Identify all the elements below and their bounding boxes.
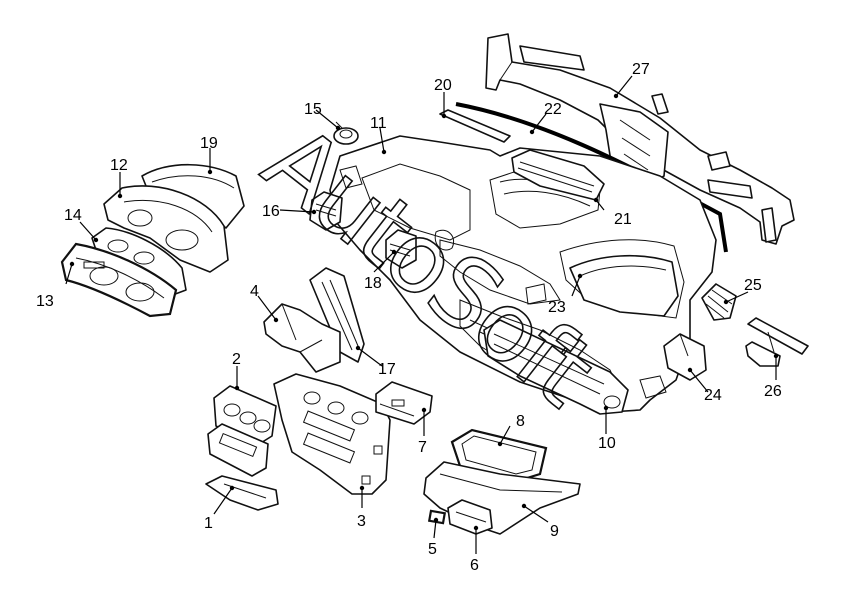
callout-11: 11 (370, 115, 387, 132)
part-13-instrument-cluster (60, 242, 178, 318)
callout-2: 2 (232, 351, 241, 368)
callout-4: 4 (250, 283, 259, 300)
callout-19: 19 (200, 135, 218, 152)
part-12-cluster-surround (103, 185, 229, 273)
part-21-center-vent (511, 149, 605, 201)
callout-21: 21 (614, 211, 632, 228)
callout-labels: 1 2 3 4 5 6 7 8 9 10 11 12 13 14 15 16 1… (36, 61, 782, 574)
part-15-knob (333, 121, 359, 145)
callout-17: 17 (378, 361, 396, 378)
leader-lines (65, 75, 777, 554)
part-4-duct-bracket (263, 303, 341, 373)
part-25-side-vent (701, 283, 737, 321)
part-3-center-bezel (273, 373, 391, 495)
callout-3: 3 (357, 513, 366, 530)
callout-1: 1 (204, 515, 213, 532)
leader-dots (69, 93, 779, 531)
part-26-bracket (745, 317, 809, 367)
callout-13: 13 (36, 293, 54, 310)
callout-7: 7 (418, 439, 427, 456)
part-2-lower-panel (207, 423, 269, 477)
part-20-defroster-strip (439, 109, 511, 143)
callout-24: 24 (704, 387, 722, 404)
callout-10: 10 (598, 435, 616, 452)
part-16-side-vent (309, 191, 343, 231)
callout-16: 16 (262, 203, 280, 220)
callout-8: 8 (516, 413, 525, 430)
part-10-lower-trim (483, 319, 629, 415)
part-23-glovebox-trim (569, 255, 679, 317)
callout-20: 20 (434, 77, 452, 94)
callout-22: 22 (544, 101, 562, 118)
callout-14: 14 (64, 207, 82, 224)
callout-6: 6 (470, 557, 479, 574)
part-7-radio (375, 381, 433, 425)
callout-15: 15 (304, 101, 322, 118)
part-6-latch (447, 499, 493, 535)
callout-12: 12 (110, 157, 128, 174)
callout-5: 5 (428, 541, 437, 558)
part-24-end-cap (663, 333, 707, 381)
callout-23: 23 (548, 299, 566, 316)
callout-9: 9 (550, 523, 559, 540)
callout-25: 25 (744, 277, 762, 294)
part-1-tray (205, 475, 279, 511)
callout-27: 27 (632, 61, 650, 78)
part-18-center-vent (385, 229, 417, 269)
callout-18: 18 (364, 275, 382, 292)
callout-26: 26 (764, 383, 782, 400)
